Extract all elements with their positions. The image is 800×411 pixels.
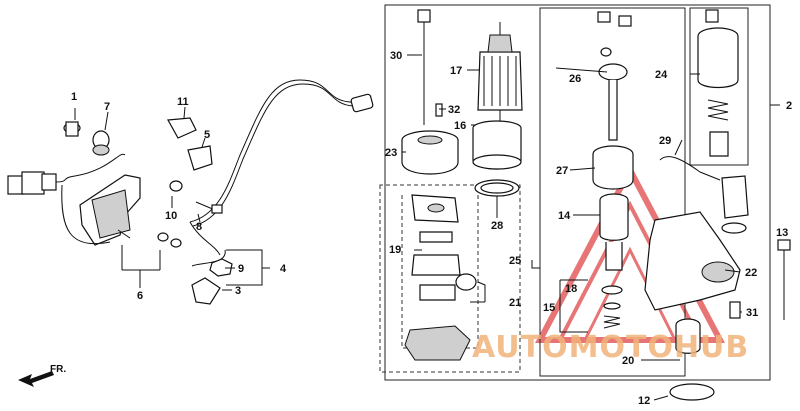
part-14-pinion-gear bbox=[599, 193, 629, 271]
callout-23: 23 bbox=[385, 147, 397, 159]
callout-20: 20 bbox=[622, 355, 634, 367]
part-20-bushing bbox=[675, 318, 701, 354]
callout-11: 11 bbox=[177, 96, 189, 108]
part-12-o-ring bbox=[669, 383, 715, 401]
part-22-drive-housing bbox=[644, 211, 741, 311]
watermark-text: AUTOMOTOHUB bbox=[472, 330, 749, 365]
callout-30: 30 bbox=[390, 50, 402, 62]
part-28-ring bbox=[474, 179, 520, 197]
part-15-spring-set bbox=[559, 279, 623, 333]
callout-27: 27 bbox=[556, 165, 568, 177]
front-direction-arrow bbox=[18, 371, 54, 387]
relay-harness-assembly bbox=[7, 79, 374, 305]
callout-6: 6 bbox=[137, 290, 143, 302]
callout-9: 9 bbox=[238, 263, 244, 275]
part-26-pinion-shaft bbox=[597, 11, 632, 141]
callout-13: 13 bbox=[776, 227, 788, 239]
callout-17: 17 bbox=[450, 65, 462, 77]
part-13-bolt bbox=[777, 239, 791, 320]
part-30-through-bolt bbox=[417, 9, 431, 125]
part-24-solenoid bbox=[697, 9, 739, 157]
callout-18: 18 bbox=[565, 283, 577, 295]
callout-7: 7 bbox=[104, 101, 110, 113]
part-27-overrunning-clutch bbox=[592, 145, 634, 190]
callout-29: 29 bbox=[659, 135, 671, 147]
leader-lines bbox=[402, 54, 742, 361]
front-direction-label: FR. bbox=[50, 364, 66, 375]
callout-8: 8 bbox=[196, 221, 202, 233]
part-29-shift-lever bbox=[659, 156, 749, 234]
part-32-screw bbox=[435, 103, 443, 117]
callout-31: 31 bbox=[746, 307, 758, 319]
callout-24: 24 bbox=[655, 69, 668, 81]
callout-16: 16 bbox=[454, 120, 466, 132]
callout-22: 22 bbox=[745, 267, 757, 279]
callout-5: 5 bbox=[204, 129, 210, 141]
callout-32: 32 bbox=[448, 104, 460, 116]
callout-1: 1 bbox=[71, 91, 77, 103]
callout-15: 15 bbox=[543, 302, 555, 314]
callout-19: 19 bbox=[389, 244, 401, 256]
callout-10: 10 bbox=[165, 210, 177, 222]
part-23-end-cover bbox=[401, 130, 459, 175]
callout-2: 2 bbox=[786, 100, 792, 112]
callout-12: 12 bbox=[638, 395, 650, 407]
part-16-yoke bbox=[472, 120, 522, 170]
part-17-armature bbox=[477, 22, 523, 124]
callout-21: 21 bbox=[509, 297, 521, 309]
callout-28: 28 bbox=[491, 220, 503, 232]
callout-25: 25 bbox=[509, 255, 521, 267]
callout-14: 14 bbox=[558, 210, 571, 222]
callout-26: 26 bbox=[569, 73, 581, 85]
part-21-brush-holder bbox=[404, 194, 477, 361]
part-31-bolt bbox=[729, 301, 741, 319]
callout-4: 4 bbox=[280, 263, 287, 275]
callout-3: 3 bbox=[235, 285, 241, 297]
